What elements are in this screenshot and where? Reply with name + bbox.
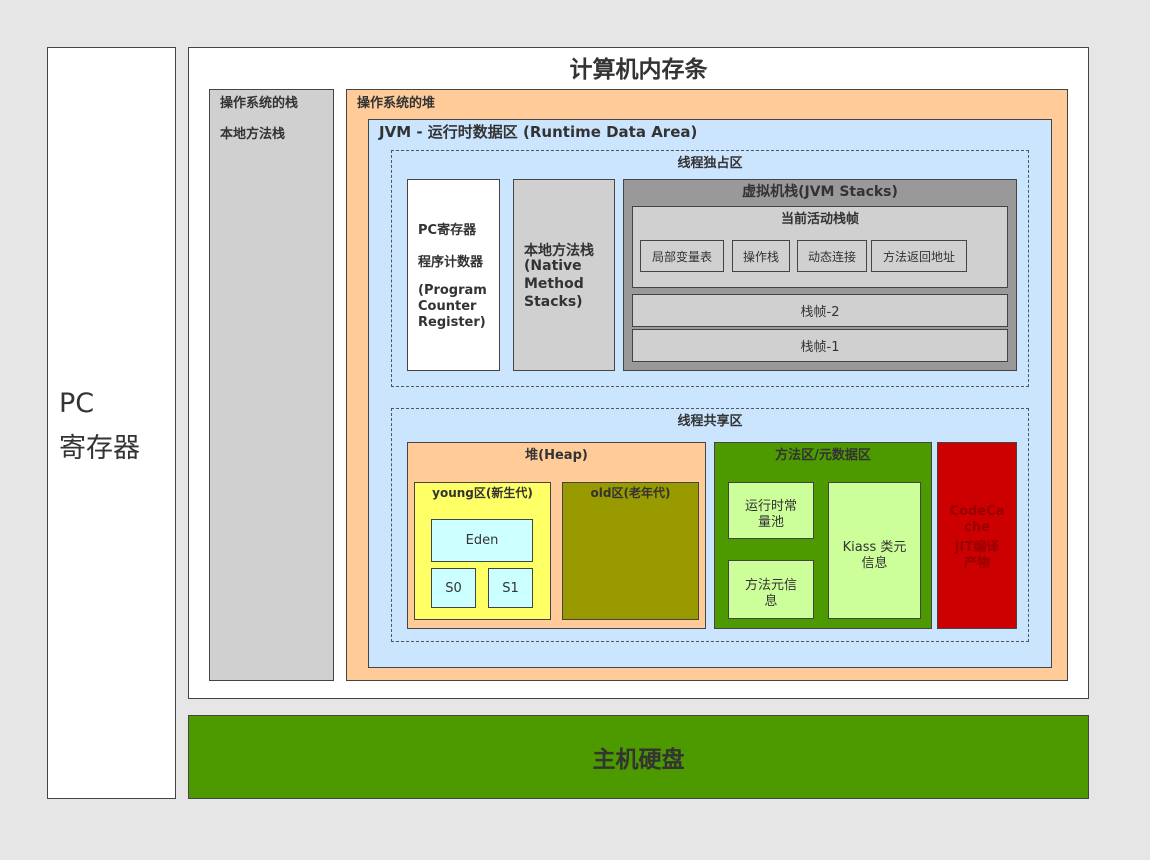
current-frame-title: 当前活动栈帧 — [780, 212, 859, 227]
pc-register-line-3: (Program — [418, 283, 487, 298]
os-stack-subtitle: 本地方法栈 — [220, 127, 286, 142]
pc-register-outer-box: PC 寄存器 — [47, 47, 176, 799]
os-heap-title: 操作系统的堆 — [357, 96, 436, 111]
old-generation-box — [562, 482, 699, 620]
class-metadata-l2: 信息 — [861, 556, 888, 571]
method-metadata-l2: 息 — [764, 594, 778, 609]
thread-private-area — [391, 150, 1029, 387]
code-cache-box — [937, 442, 1017, 629]
eden-space: Eden — [431, 519, 533, 562]
code-cache-l1: CodeCa — [949, 504, 1005, 519]
thread-shared-title: 线程共享区 — [677, 414, 743, 429]
pc-register-line-1: PC寄存器 — [418, 223, 477, 238]
os-stack-title: 操作系统的栈 — [220, 96, 299, 111]
code-cache-l4: 产物 — [963, 556, 990, 571]
native-stack-line-1: 本地方法栈 — [524, 243, 594, 259]
survivor-s1: S1 — [488, 568, 533, 608]
memory-title: 计算机内存条 — [569, 57, 708, 83]
native-stack-line-3: Method — [524, 276, 584, 292]
method-area-title: 方法区/元数据区 — [775, 448, 871, 463]
host-disk: 主机硬盘 — [188, 715, 1089, 799]
pc-register-outer-label-2: 寄存器 — [59, 433, 140, 464]
os-stack-box — [209, 89, 334, 681]
heap-title: 堆(Heap) — [525, 448, 588, 463]
runtime-constant-pool-l1: 运行时常 — [744, 499, 797, 514]
method-metadata — [728, 560, 814, 619]
stack-frame-2: 栈帧-2 — [632, 294, 1008, 327]
operand-stack: 操作栈 — [732, 240, 790, 272]
class-metadata — [828, 482, 921, 619]
pc-register-line-4: Counter — [418, 299, 477, 314]
native-stack-box — [513, 179, 615, 371]
native-stack-line-4: Stacks) — [524, 294, 583, 310]
code-cache-l2: che — [964, 520, 990, 535]
local-variable-table: 局部变量表 — [640, 240, 724, 272]
pc-register-box — [407, 179, 500, 371]
pc-register-line-5: Register) — [418, 315, 486, 330]
pc-register-line-2: 程序计数器 — [418, 255, 484, 270]
jvm-title: JVM - 运行时数据区 (Runtime Data Area) — [379, 123, 698, 141]
code-cache-l3: JIT编译 — [954, 540, 1000, 555]
runtime-constant-pool — [728, 482, 814, 539]
runtime-constant-pool-l2: 量池 — [757, 515, 784, 530]
native-stack-line-2: (Native — [524, 258, 582, 274]
return-address: 方法返回地址 — [871, 240, 967, 272]
old-generation-title: old区(老年代) — [590, 486, 671, 500]
method-metadata-l1: 方法元信 — [744, 578, 797, 593]
thread-shared-area — [391, 408, 1029, 642]
pc-register-outer-label-1: PC — [59, 388, 95, 419]
young-generation-title: young区(新生代) — [432, 486, 533, 500]
stack-frame-1: 栈帧-1 — [632, 329, 1008, 362]
dynamic-linking: 动态连接 — [797, 240, 867, 272]
jvm-stacks-title: 虚拟机栈(JVM Stacks) — [742, 184, 898, 200]
class-metadata-l1: Kiass 类元 — [842, 540, 907, 555]
thread-private-title: 线程独占区 — [677, 156, 743, 171]
survivor-s0: S0 — [431, 568, 476, 608]
